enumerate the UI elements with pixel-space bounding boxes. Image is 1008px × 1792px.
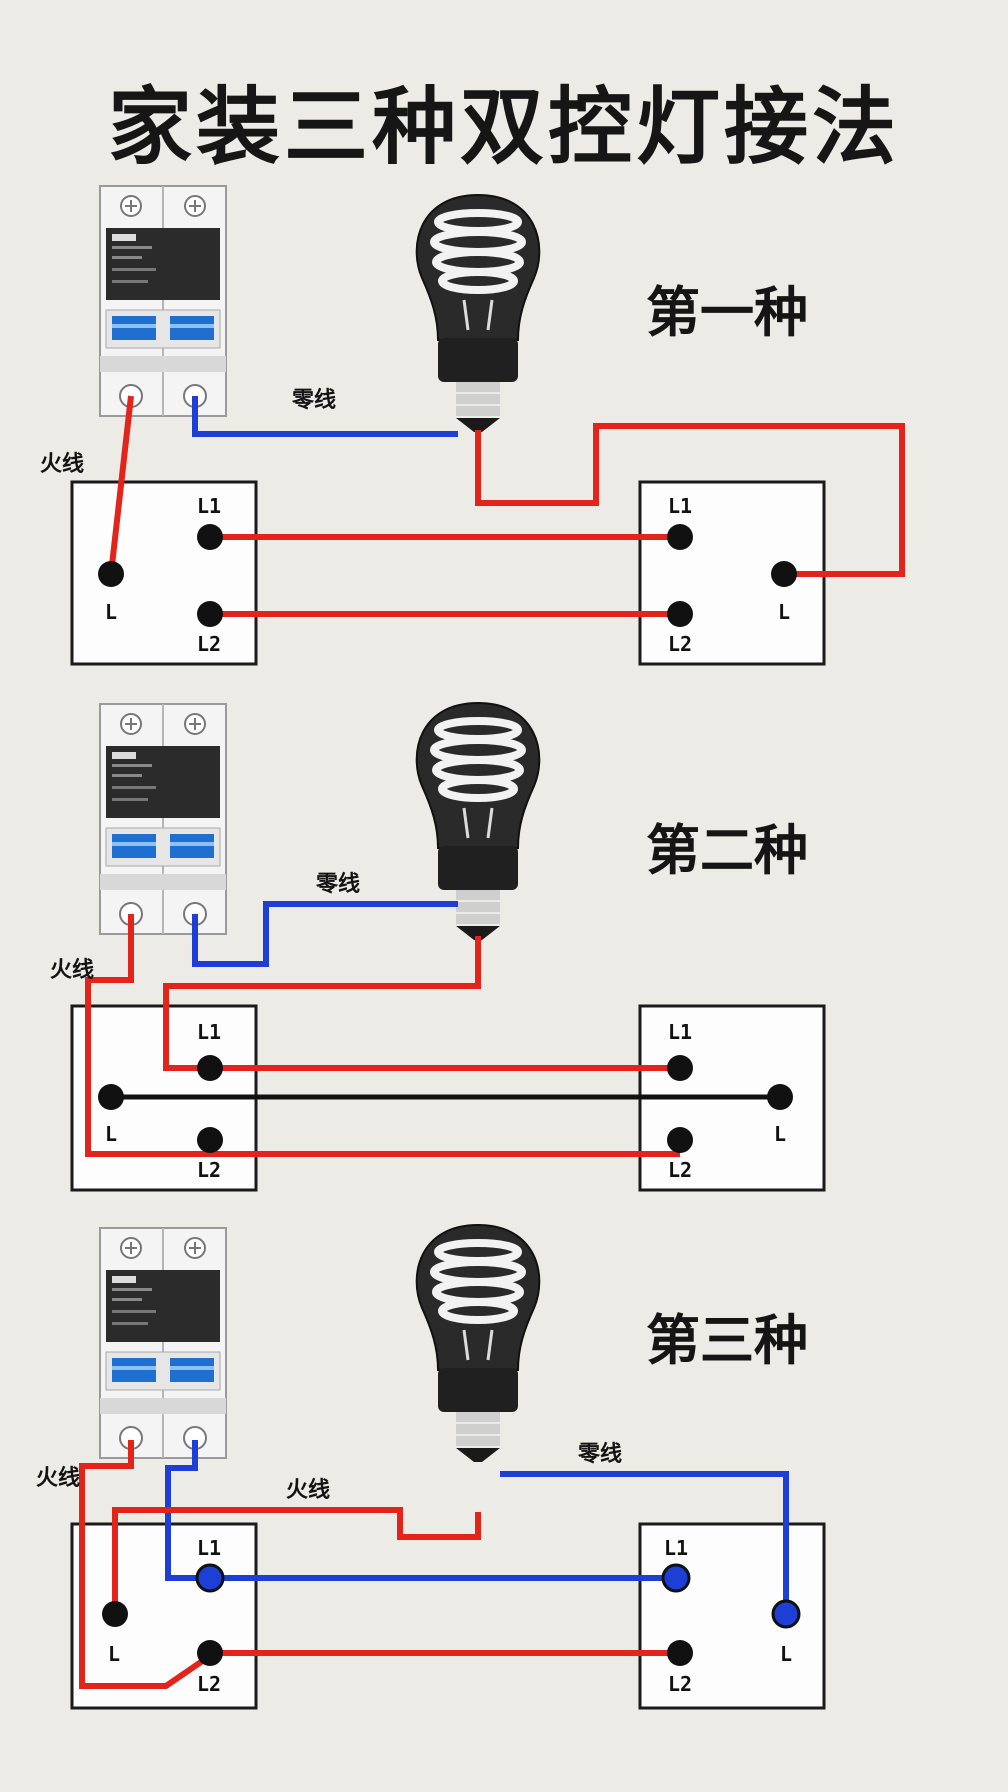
- terminal-l2-right: [667, 1640, 693, 1666]
- terminal-l-left: [102, 1601, 128, 1627]
- right-switch-l-label: L: [774, 1122, 787, 1146]
- lamp-wire: [475, 423, 905, 577]
- left-switch-l1-label: L1: [197, 1020, 222, 1044]
- terminal-l1-left: [195, 1563, 225, 1593]
- circuit-breaker-icon: [99, 185, 227, 417]
- left-switch-box: [70, 1522, 258, 1710]
- left-switch-l1-label: L1: [197, 1536, 222, 1560]
- right-switch-l1-label: L1: [668, 494, 693, 518]
- terminal-l1-right: [667, 1055, 693, 1081]
- terminal-l2-right: [667, 1127, 693, 1153]
- right-switch-l2-label: L2: [668, 1158, 693, 1182]
- neutral-wire: [192, 901, 458, 967]
- page-title: 家装三种双控灯接法: [107, 78, 900, 176]
- left-switch-l-label: L: [108, 1642, 121, 1666]
- left-switch-l1-label: L1: [197, 494, 222, 518]
- left-switch-l2-label: L2: [197, 1158, 222, 1182]
- left-switch-l2-label: L2: [197, 1672, 222, 1696]
- section-1-diagram: [70, 185, 905, 666]
- left-switch-l-label: L: [105, 600, 118, 624]
- lamp-live-wire: [112, 1507, 481, 1614]
- neutral-label: 零线: [578, 1442, 623, 1467]
- terminal-l2-left: [197, 1127, 223, 1153]
- terminal-l1-right: [661, 1563, 691, 1593]
- terminal-l2-left: [197, 601, 223, 627]
- section-3-heading: 第三种: [646, 1309, 808, 1372]
- section-3-diagram: [70, 1225, 826, 1710]
- terminal-l-right: [771, 1599, 801, 1629]
- section-2-diagram: [70, 703, 826, 1192]
- terminal-l2-right: [667, 601, 693, 627]
- terminal-l1-left: [197, 1055, 223, 1081]
- lamp-neutral-wire: [500, 1471, 789, 1614]
- live-label: 火线: [36, 1466, 81, 1491]
- light-bulb-icon: [417, 1225, 540, 1462]
- neutral-wire: [192, 396, 458, 437]
- live-label: 火线: [40, 452, 85, 477]
- live-wire: [85, 914, 680, 1157]
- right-switch-l2-label: L2: [668, 1672, 693, 1696]
- left-switch-l-label: L: [105, 1122, 118, 1146]
- live-label: 火线: [50, 958, 95, 983]
- lamp-wire: [163, 936, 680, 1071]
- section-2-heading: 第二种: [646, 819, 808, 882]
- neutral-label: 零线: [292, 388, 337, 413]
- terminal-l1-right: [667, 524, 693, 550]
- circuit-breaker-icon: [99, 1227, 227, 1459]
- neutral-wire: [165, 1440, 676, 1581]
- neutral-label: 零线: [316, 872, 361, 897]
- right-switch-l-label: L: [780, 1642, 793, 1666]
- right-switch-l2-label: L2: [668, 632, 693, 656]
- right-switch-l1-label: L1: [664, 1536, 689, 1560]
- light-bulb-icon: [417, 195, 540, 432]
- terminal-l-left: [98, 561, 124, 587]
- terminal-l-left: [98, 1084, 124, 1110]
- terminal-l-right: [767, 1084, 793, 1110]
- circuit-breaker-icon: [99, 703, 227, 935]
- left-switch-l2-label: L2: [197, 632, 222, 656]
- right-switch-l-label: L: [778, 600, 791, 624]
- terminal-l1-left: [197, 524, 223, 550]
- live-wire: [108, 395, 134, 575]
- right-switch-l1-label: L1: [668, 1020, 693, 1044]
- terminal-l-right: [771, 561, 797, 587]
- section-1-heading: 第一种: [646, 281, 808, 344]
- terminal-l2-left: [197, 1640, 223, 1666]
- lamp-live-label: 火线: [286, 1478, 331, 1503]
